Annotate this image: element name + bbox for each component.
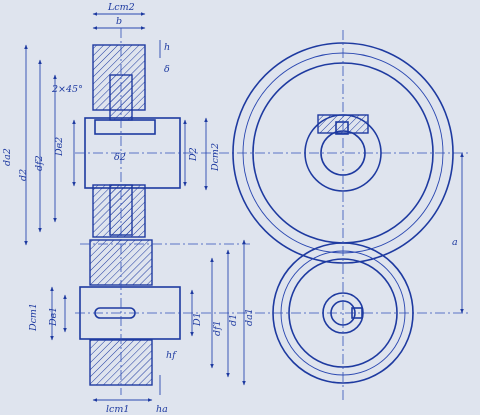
label-D1: D1 [192, 312, 203, 327]
front-view [232, 30, 454, 400]
label-b: b [116, 16, 122, 27]
label-chamfer: 2×45° [51, 84, 83, 95]
label-delta2: δ2 [114, 152, 126, 163]
label-a: a [452, 237, 458, 248]
label-h-f: hf [166, 350, 177, 361]
label-d-a2: da2 [2, 148, 13, 166]
section-view [75, 28, 470, 395]
label-l-cm2: Lcm2 [107, 2, 135, 13]
label-d-a1: da1 [244, 308, 255, 326]
dimensions [24, 12, 464, 402]
label-h-a: ha [156, 404, 168, 415]
label-d-b2: Dв2 [54, 137, 65, 157]
label-d-f2: df2 [34, 155, 45, 171]
label-d-2: d2 [18, 169, 29, 181]
label-d-1: d1 [228, 314, 239, 326]
label-D2: D2 [188, 147, 199, 162]
labels: Lcm2 b h δ 2×45° da2 d2 df2 Dв2 δ2 D2 Dc… [2, 2, 458, 415]
label-h: h [164, 42, 170, 53]
label-D-cm1: Dcm1 [28, 303, 39, 332]
label-d-b1: Dв1 [48, 307, 59, 327]
gear2-rim-bottom [92, 184, 146, 238]
label-D-cm2: Dcm2 [210, 143, 221, 172]
gear2-key [335, 121, 349, 135]
label-d-f1: df1 [212, 320, 223, 336]
label-delta: δ [164, 64, 170, 75]
label-l-cm1: lcm1 [106, 404, 129, 415]
gear2-keyway [94, 119, 156, 135]
gear1-key [351, 307, 363, 319]
